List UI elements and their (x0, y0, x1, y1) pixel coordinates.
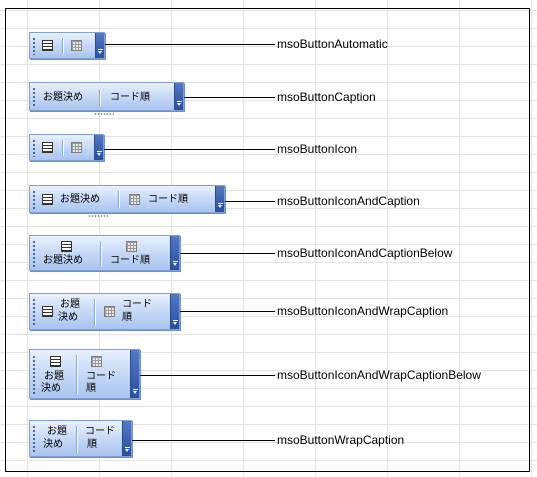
toolbar-icon[interactable] (29, 134, 104, 161)
style-label-caption: msoButtonCaption (277, 90, 376, 104)
code-line-1[interactable]: コード (85, 426, 115, 437)
grid-icon[interactable] (71, 40, 82, 51)
leader-line (225, 201, 275, 202)
separator (99, 89, 101, 106)
code-line-2[interactable]: 順 (86, 383, 96, 394)
style-label-icon-and-wrap-caption: msoButtonIconAndWrapCaption (277, 304, 449, 318)
toolbar-options-chevron-icon[interactable] (174, 83, 183, 110)
style-label-icon: msoButtonIcon (277, 142, 358, 156)
grid-icon[interactable] (129, 194, 140, 205)
toolbar-grip[interactable] (33, 240, 35, 267)
drawing-frame (5, 8, 530, 472)
leader-line (180, 311, 275, 312)
code-line-1[interactable]: コード (122, 299, 152, 310)
toolbar-options-chevron-icon[interactable] (130, 350, 139, 398)
code-line-2[interactable]: 順 (87, 439, 97, 450)
style-label-wrap-caption: msoButtonWrapCaption (277, 433, 405, 447)
list-icon[interactable] (42, 194, 53, 205)
title-line-2[interactable]: 決め (43, 439, 63, 450)
title-button[interactable]: お題決め (43, 92, 83, 103)
list-icon[interactable] (42, 40, 53, 51)
toolbar-options-chevron-icon[interactable] (215, 186, 224, 212)
toolbar-grip[interactable] (33, 355, 35, 395)
toolbar-caption[interactable]: お題決め コード順 (29, 82, 184, 111)
leader-line (105, 44, 275, 45)
leader-line (140, 375, 275, 376)
grid-icon[interactable] (91, 356, 102, 367)
code-line-1[interactable]: コード (86, 371, 116, 382)
separator (118, 191, 120, 208)
code-order-button[interactable]: コード順 (110, 92, 150, 103)
title-line-2[interactable]: 決め (41, 383, 61, 394)
toolbar-options-chevron-icon[interactable] (94, 135, 103, 160)
toolbar-grip[interactable] (33, 139, 35, 157)
leader-line (104, 149, 275, 150)
list-icon[interactable] (42, 142, 53, 153)
grid-icon[interactable] (126, 241, 137, 252)
list-icon[interactable] (50, 356, 61, 367)
toolbar-grip[interactable] (33, 298, 35, 326)
code-line-2[interactable]: 順 (122, 312, 132, 323)
style-label-icon-and-caption-below: msoButtonIconAndCaptionBelow (277, 246, 453, 260)
grid-icon[interactable] (104, 306, 115, 317)
leader-line (132, 440, 275, 441)
title-line-1[interactable]: お題 (44, 371, 64, 382)
title-button[interactable]: お題決め (43, 255, 83, 266)
list-icon[interactable] (61, 241, 72, 252)
toolbar-icon-and-caption-below[interactable]: お題決め コード順 (29, 235, 180, 271)
leader-line (180, 253, 275, 254)
separator (76, 426, 78, 453)
toolbar-options-chevron-icon[interactable] (170, 236, 179, 270)
toolbar-options-chevron-icon[interactable] (122, 421, 131, 456)
toolbar-icon-and-wrap-caption[interactable]: お題 決め コード 順 (29, 293, 180, 330)
style-label-automatic: msoButtonAutomatic (277, 37, 388, 51)
title-line-2[interactable]: 決め (58, 312, 78, 323)
toolbar-icon-and-wrap-caption-below[interactable]: お題 決め コード 順 (29, 349, 140, 399)
separator (62, 38, 64, 54)
separator (94, 299, 96, 326)
style-label-icon-and-caption: msoButtonIconAndCaption (277, 194, 420, 208)
leader-line (184, 97, 275, 98)
code-order-button[interactable]: コード順 (148, 194, 188, 205)
title-button[interactable]: お題決め (60, 194, 100, 205)
toolbar-automatic[interactable] (29, 32, 105, 59)
separator (100, 241, 102, 267)
ghost-dots (88, 215, 108, 217)
code-order-button[interactable]: コード順 (110, 255, 150, 266)
toolbar-options-chevron-icon[interactable] (170, 294, 179, 329)
list-icon[interactable] (42, 306, 53, 317)
grid-icon[interactable] (71, 142, 82, 153)
separator (76, 355, 78, 395)
toolbar-icon-and-caption[interactable]: お題決め コード順 (29, 185, 225, 213)
title-line-1[interactable]: お題 (47, 426, 67, 437)
style-label-icon-and-wrap-caption-below: msoButtonIconAndWrapCaptionBelow (277, 368, 481, 382)
toolbar-grip[interactable] (33, 37, 35, 55)
toolbar-grip[interactable] (33, 87, 35, 107)
toolbar-options-chevron-icon[interactable] (95, 33, 104, 58)
title-line-1[interactable]: お題 (60, 299, 80, 310)
toolbar-grip[interactable] (33, 425, 35, 453)
separator (62, 140, 64, 156)
ghost-dots (94, 113, 114, 115)
toolbar-grip[interactable] (33, 190, 35, 209)
toolbar-wrap-caption[interactable]: お題 決め コード 順 (29, 420, 132, 457)
